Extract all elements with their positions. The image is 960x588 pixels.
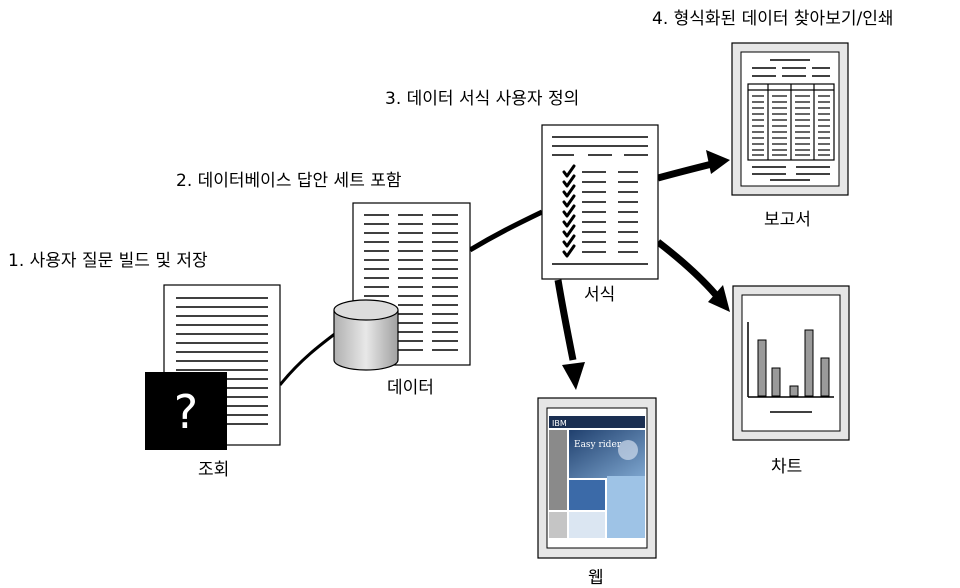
report-label: 보고서	[764, 210, 811, 230]
chart-label: 차트	[771, 457, 803, 477]
query-label: 조회	[198, 460, 230, 480]
web-page-icon: IBM Easy rider	[537, 397, 657, 559]
step-1-label: 1. 사용자 질문 빌드 및 저장	[8, 251, 208, 271]
arrow-to-web-head	[562, 362, 585, 390]
connector-data-to-format	[468, 209, 544, 253]
web-logo: IBM	[552, 419, 567, 428]
step-4-label: 4. 형식화된 데이터 찾아보기/인쇄	[652, 9, 894, 29]
bar-chart-icon	[732, 285, 850, 441]
question-glyph: ?	[174, 385, 198, 439]
arrow-to-web	[554, 279, 577, 361]
format-label: 서식	[584, 285, 616, 305]
database-icon	[333, 299, 399, 371]
step-3-label: 3. 데이터 서식 사용자 정의	[385, 89, 580, 109]
arrow-to-report-head	[706, 150, 730, 174]
arrow-to-report	[657, 160, 713, 182]
question-icon: ?	[145, 372, 227, 450]
arrow-to-chart	[655, 239, 719, 298]
arrow-to-chart-head	[708, 285, 730, 312]
data-label: 데이터	[387, 378, 434, 398]
step-2-label: 2. 데이터베이스 답안 세트 포함	[176, 171, 402, 191]
web-headline: Easy rider	[574, 440, 622, 450]
report-icon	[731, 42, 849, 196]
connector-query-to-db	[278, 328, 341, 386]
checklist-document-icon	[541, 124, 659, 280]
web-label: 웹	[588, 568, 604, 588]
